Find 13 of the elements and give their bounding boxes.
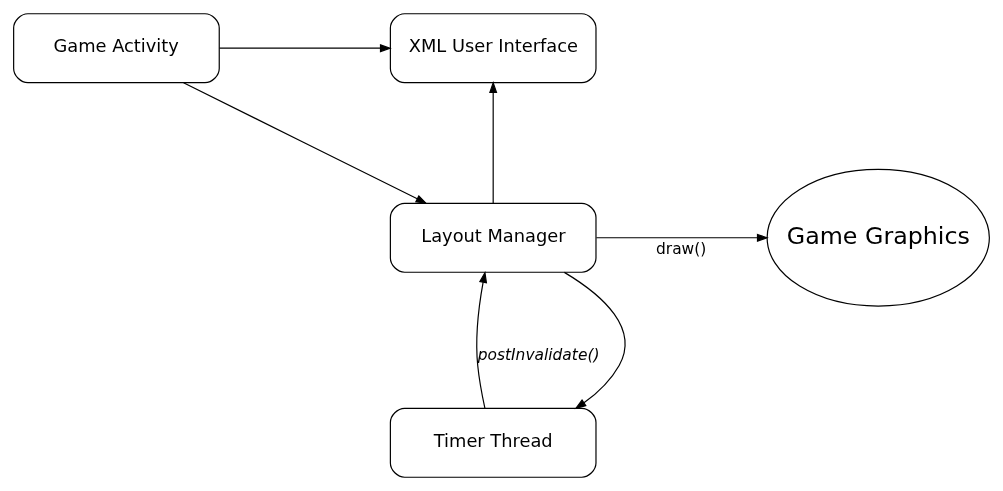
node-box: Layout Manager bbox=[389, 202, 597, 273]
arrow bbox=[476, 271, 488, 409]
arrow bbox=[563, 271, 626, 410]
arrow bbox=[218, 44, 392, 53]
node-box: Game Activity bbox=[13, 13, 220, 84]
node-box: XML User Interface bbox=[389, 13, 597, 84]
edge-label: postInvalidate() bbox=[477, 346, 600, 365]
edge-label: draw() bbox=[656, 239, 707, 258]
node-ellipse: Game Graphics bbox=[766, 168, 990, 307]
arrow bbox=[595, 233, 769, 242]
arrow bbox=[182, 82, 428, 204]
arrow bbox=[489, 81, 498, 204]
node-box: Timer Thread bbox=[389, 407, 597, 478]
